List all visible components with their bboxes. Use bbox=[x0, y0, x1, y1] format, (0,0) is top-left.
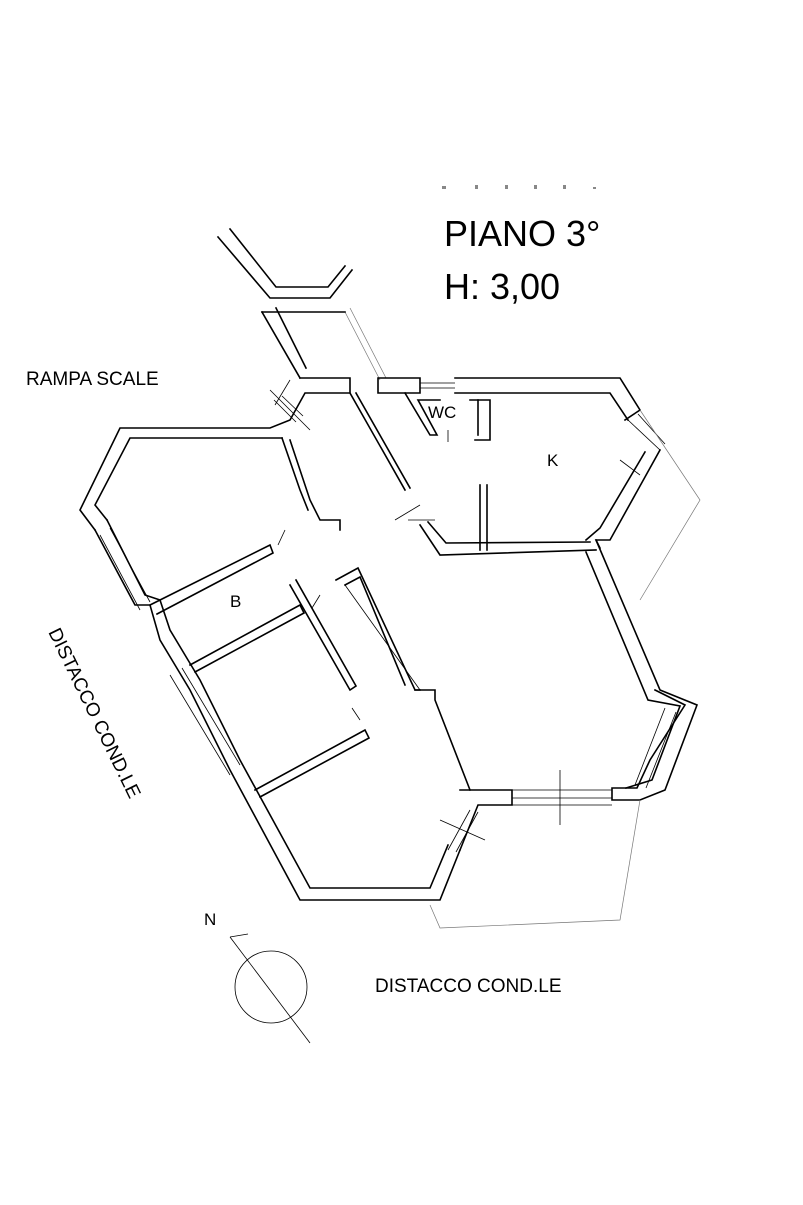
balconies bbox=[429, 409, 701, 929]
wc-label: WC bbox=[428, 403, 456, 422]
floor-height: H: 3,00 bbox=[444, 266, 560, 307]
windows bbox=[99, 382, 677, 853]
outer-walls bbox=[79, 377, 699, 901]
scan-marks bbox=[442, 185, 596, 189]
setback-side-label: DISTACCO COND.LE bbox=[44, 625, 145, 802]
north-compass bbox=[229, 933, 311, 1044]
compass-north-label: N bbox=[204, 910, 216, 929]
setback-bottom-label: DISTACCO COND.LE bbox=[375, 976, 562, 997]
kitchen-label: K bbox=[547, 451, 559, 470]
bath-label: B bbox=[230, 592, 241, 611]
stair-walls bbox=[216, 227, 387, 381]
stairs-label: RAMPA SCALE bbox=[26, 369, 159, 390]
floor-title: PIANO 3° bbox=[444, 213, 600, 254]
door-marks bbox=[269, 379, 641, 841]
interior-walls bbox=[148, 391, 597, 799]
